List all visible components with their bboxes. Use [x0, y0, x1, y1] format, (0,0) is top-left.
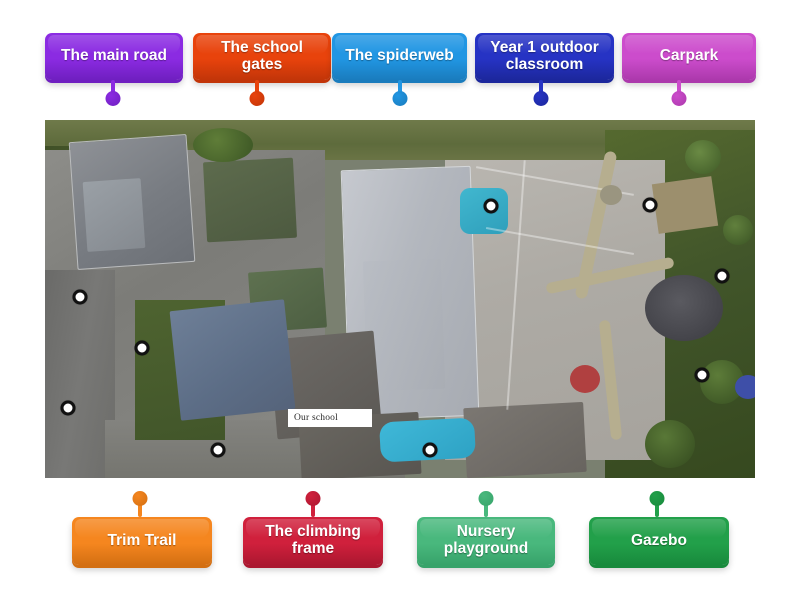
label-text: The spiderweb	[345, 47, 454, 65]
label-bottom-2[interactable]: The climbing frame	[243, 517, 383, 565]
label-pin-label-top-4[interactable]	[533, 80, 549, 106]
drop-target-2[interactable]	[642, 197, 658, 213]
tree-2	[723, 215, 753, 245]
label-pin-label-bottom-1[interactable]	[132, 491, 148, 517]
grounds-feature	[735, 375, 755, 399]
drop-target-5[interactable]	[134, 340, 150, 356]
label-text: The main road	[61, 47, 167, 65]
label-top-5[interactable]: Carpark	[622, 33, 756, 80]
tree-1	[685, 140, 721, 174]
drop-target-9[interactable]	[210, 442, 226, 458]
label-text: Nursery playground	[443, 523, 529, 557]
label-pin-label-bottom-3[interactable]	[478, 491, 494, 517]
label-top-1[interactable]: The main road	[45, 33, 183, 80]
building-roof-a2	[82, 178, 146, 252]
label-bottom-4[interactable]: Gazebo	[589, 517, 729, 565]
label-text: Gazebo	[631, 531, 687, 549]
label-pin-label-top-5[interactable]	[671, 80, 687, 106]
tree-5	[193, 128, 253, 162]
spiderweb-play-surface	[460, 188, 508, 234]
gazebo-roof	[570, 365, 600, 393]
label-bottom-3[interactable]: Nursery playground	[417, 517, 555, 565]
building-roof-g	[463, 401, 587, 478]
photo-caption: Our school	[288, 409, 372, 427]
drop-target-1[interactable]	[483, 198, 499, 214]
photo-canvas	[45, 120, 755, 478]
circular-surface	[645, 275, 723, 341]
drop-target-3[interactable]	[714, 268, 730, 284]
drop-target-7[interactable]	[60, 400, 76, 416]
building-roof-b	[202, 157, 298, 243]
label-bottom-1[interactable]: Trim Trail	[72, 517, 212, 565]
label-top-4[interactable]: Year 1 outdoor classroom	[475, 33, 614, 80]
blue-roof-building	[169, 299, 296, 421]
outbuilding	[651, 176, 719, 234]
label-text: Year 1 outdoor classroom	[490, 38, 599, 73]
shelter	[600, 185, 622, 205]
label-pin-label-bottom-4[interactable]	[649, 491, 665, 517]
label-pin-label-top-2[interactable]	[249, 80, 265, 106]
label-text: Carpark	[659, 47, 719, 65]
drop-target-8[interactable]	[422, 442, 438, 458]
drop-target-4[interactable]	[72, 289, 88, 305]
label-top-3[interactable]: The spiderweb	[332, 33, 467, 80]
label-top-2[interactable]: The school gates	[193, 33, 331, 80]
label-pin-label-top-1[interactable]	[105, 80, 121, 106]
aerial-photo: Our school	[45, 120, 755, 478]
label-text: The climbing frame	[265, 523, 361, 557]
label-pin-label-bottom-2[interactable]	[305, 491, 321, 517]
label-text: Trim Trail	[107, 531, 177, 549]
tree-4	[645, 420, 695, 468]
label-text: The school gates	[221, 38, 303, 73]
main-road-strip	[45, 270, 115, 478]
label-pin-label-top-3[interactable]	[392, 80, 408, 106]
drop-target-6[interactable]	[694, 367, 710, 383]
